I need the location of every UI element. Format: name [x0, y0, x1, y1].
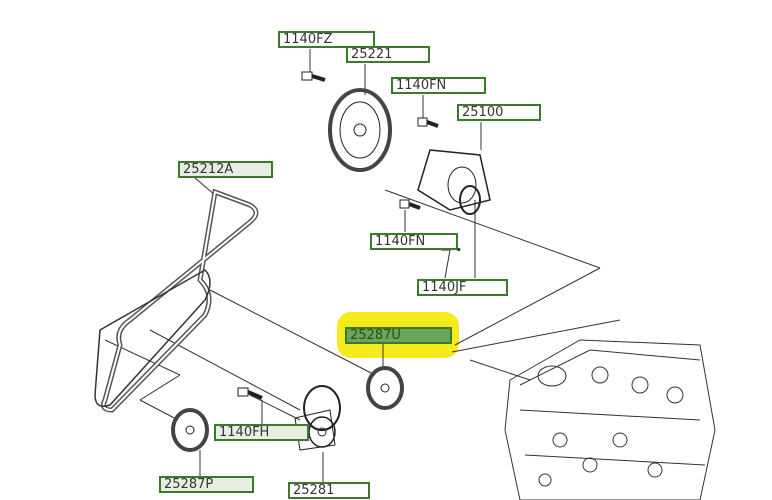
part-label-25212A[interactable]: 25212A [178, 161, 273, 178]
part-label-1140FH[interactable]: 1140FH [214, 424, 309, 441]
idler-pulley-25287U [366, 366, 404, 410]
part-label-25221[interactable]: 25221 [346, 46, 430, 63]
part-label-25287P[interactable]: 25287P [159, 476, 254, 493]
part-label-1140FN-lower[interactable]: 1140FN [370, 233, 458, 250]
bolt-1140FN-b [399, 199, 421, 210]
leader-lines [104, 49, 621, 482]
bolt-1140FH [237, 387, 263, 400]
idler-pulley-25287P [171, 408, 209, 452]
belt-25212A [94, 188, 259, 413]
bolt-1140FZ [301, 71, 326, 82]
bolt-1140FN-a [417, 117, 439, 128]
part-label-25100[interactable]: 25100 [457, 104, 541, 121]
water-pump-25100 [417, 149, 491, 215]
part-label-25281[interactable]: 25281 [288, 482, 370, 499]
pulley-25221 [328, 88, 392, 172]
part-label-1140FN[interactable]: 1140FN [391, 77, 486, 94]
part-label-1140JF[interactable]: 1140JF [417, 279, 508, 296]
part-label-25287U[interactable]: 25287U [345, 327, 452, 344]
engine-block [504, 339, 716, 500]
part-label-1140FZ[interactable]: 1140FZ [278, 31, 375, 48]
